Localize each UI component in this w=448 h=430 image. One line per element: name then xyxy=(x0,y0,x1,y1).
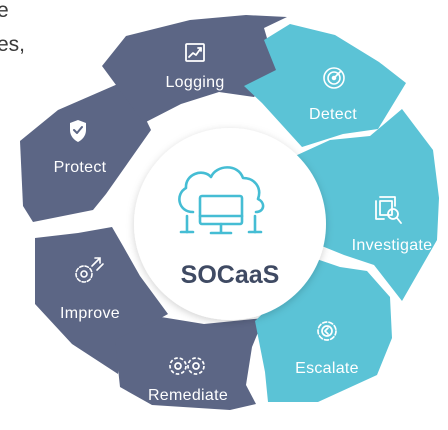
background-text: e es, xyxy=(0,0,25,62)
segment-remediate xyxy=(115,317,264,410)
document-search-icon xyxy=(375,196,402,224)
segment-improve xyxy=(35,227,168,374)
segment-detect-shape xyxy=(244,24,406,147)
segment-label-investigate: Investigate xyxy=(352,237,433,254)
gear-growth-icon xyxy=(75,257,104,283)
segment-detect xyxy=(244,24,406,147)
radar-icon xyxy=(323,67,345,89)
center-title: SOCaaS xyxy=(181,261,280,289)
background-text-line-1: e xyxy=(0,0,9,22)
segment-protect xyxy=(20,80,151,222)
segment-logging xyxy=(102,15,287,123)
shield-check-icon xyxy=(70,120,86,142)
segment-improve-shape xyxy=(35,227,168,374)
segment-label-protect: Protect xyxy=(54,159,107,176)
gears-icon xyxy=(169,357,205,375)
segment-label-logging: Logging xyxy=(165,74,224,91)
segment-protect-shape xyxy=(20,80,151,222)
segment-remediate-shape xyxy=(115,317,264,410)
cloud-monitor-icon xyxy=(178,166,265,235)
segment-label-escalate: Escalate xyxy=(295,360,359,377)
segment-label-remediate: Remediate xyxy=(148,387,228,404)
gear-arrow-icon xyxy=(317,321,337,341)
segment-logging-shape xyxy=(102,15,287,123)
segment-investigate-shape xyxy=(295,109,439,301)
chart-icon xyxy=(185,43,205,62)
background-text-line-2: es, xyxy=(0,33,26,56)
segment-label-detect: Detect xyxy=(309,106,357,123)
segment-investigate xyxy=(295,109,439,301)
segment-label-improve: Improve xyxy=(60,305,120,322)
